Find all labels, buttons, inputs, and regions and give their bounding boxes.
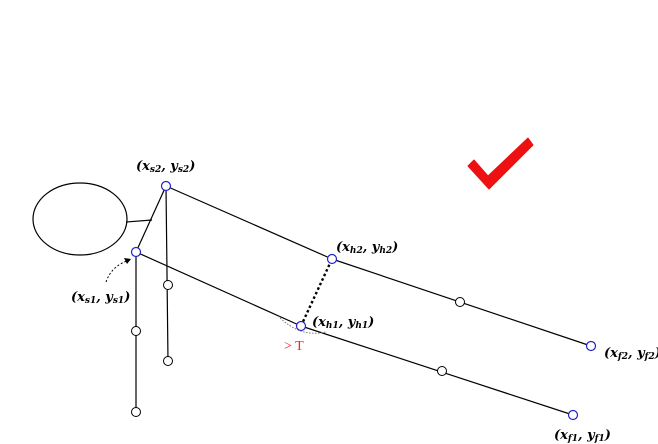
keypoint-elbow-near — [131, 326, 141, 336]
keypoint-wrist-near — [131, 407, 141, 417]
keypoint-s2 — [160, 180, 172, 192]
arrowhead — [124, 258, 131, 264]
label-s1: (xs1, ys1) — [71, 290, 130, 306]
body-line-upper-1 — [165, 185, 333, 260]
neck-line — [125, 219, 153, 223]
keypoint-knee-lower — [437, 366, 447, 376]
keypoint-elbow-far — [163, 280, 173, 290]
keypoint-f1 — [567, 409, 579, 421]
label-f2: (xf2, yf2) — [604, 346, 658, 362]
arm-far — [165, 185, 169, 362]
body-line-lower-2 — [300, 325, 574, 416]
keypoint-knee-upper — [455, 297, 465, 307]
body-line-lower-1 — [135, 251, 302, 327]
label-h2: (xh2, yh2) — [336, 240, 398, 256]
shoulder-link — [135, 185, 167, 253]
keypoint-h1 — [295, 320, 307, 332]
keypoint-wrist-far — [163, 356, 173, 366]
label-s2: (xs2, ys2) — [136, 159, 195, 175]
pointer-arrow — [105, 259, 131, 283]
hip-distance-dotted — [299, 258, 334, 327]
check-mark-icon — [467, 137, 534, 190]
label-f1: (xf1, yf1) — [554, 428, 611, 444]
head-ellipse — [32, 182, 128, 256]
keypoint-f2 — [585, 340, 597, 352]
keypoint-s1 — [130, 246, 142, 258]
keypoint-h2 — [326, 253, 338, 265]
label-h1: (xh1, yh1) — [312, 315, 374, 331]
threshold-label: > T — [284, 339, 304, 354]
